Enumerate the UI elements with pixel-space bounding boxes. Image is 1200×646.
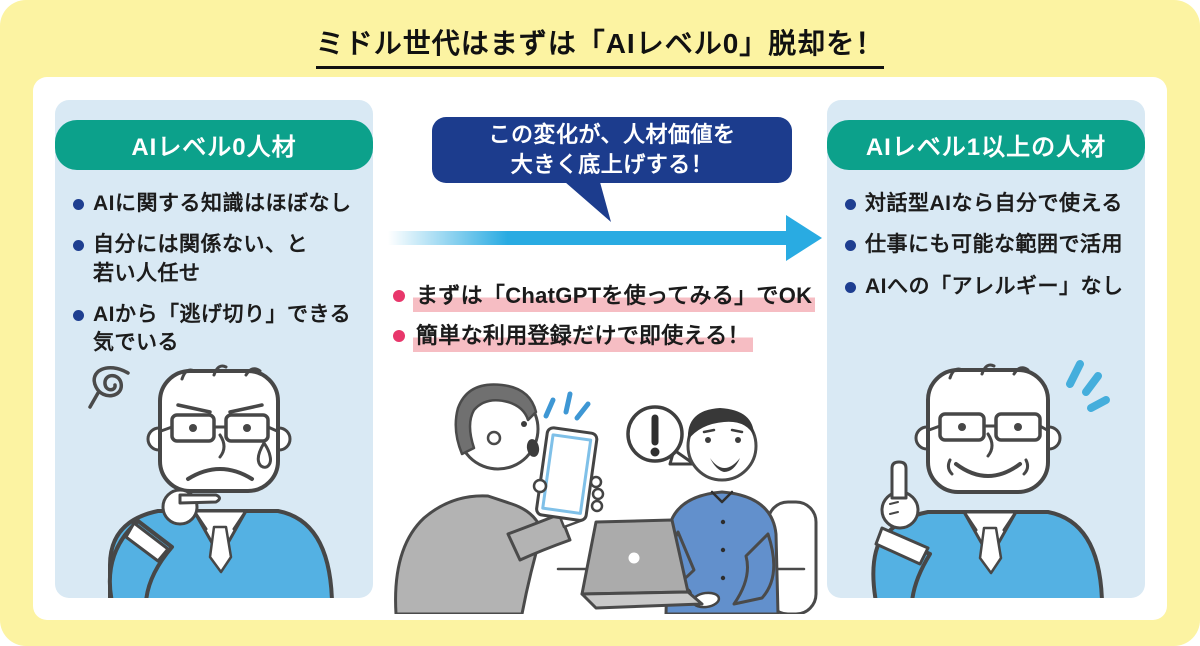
happy-businessman-illustration — [871, 360, 1110, 598]
bullet-dot-icon — [845, 240, 856, 252]
bullet-dot-icon — [73, 199, 84, 210]
bullet-text: AIへの「アレルギー」なし — [865, 274, 1124, 298]
bullet-text: AIに関する知識はほぼなし — [93, 192, 352, 215]
callout-speech-bubble: この変化が、人材価値を 大きく底上げする！ — [432, 117, 792, 183]
list-item: 対話型AIなら自分で使える — [845, 190, 1135, 218]
bullet-dot-icon — [73, 240, 84, 252]
center-point-list: まずは「ChatGPTを使ってみる」でOK 簡単な利用登録だけで即使える！ — [393, 280, 829, 360]
worried-businessman-illustration — [88, 364, 334, 598]
bullet-dot-icon — [73, 310, 84, 322]
sparkle-icon — [1066, 360, 1110, 412]
list-item: AIから「逃げ切り」できる 気でいる — [73, 301, 363, 358]
list-item: まずは「ChatGPTを使ってみる」でOK — [393, 280, 829, 312]
bullet-dot-icon — [393, 290, 405, 302]
bullet-text: 自分には関係ない、と 若い人任せ — [93, 233, 308, 285]
highlighted-point: 簡単な利用登録だけで即使える！ — [413, 319, 753, 352]
panel-left-header-badge: AIレベル0人材 — [55, 120, 373, 170]
bullet-text: 対話型AIなら自分で使える — [865, 192, 1123, 215]
bullet-text: 仕事にも可能な範囲で活用 — [865, 233, 1123, 257]
page-title-text: ミドル世代はまずは「AIレベル0」脱却を！ — [315, 22, 885, 69]
bullet-text: AIから「逃げ切り」できる 気でいる — [93, 303, 352, 355]
smartphone-demo-scene-illustration — [394, 383, 818, 614]
tear-icon — [256, 441, 272, 469]
right-arrow-icon — [388, 215, 822, 261]
list-item: 仕事にも可能な範囲で活用 — [845, 231, 1135, 259]
panel-left-bullet-list: AIに関する知識はほぼなし 自分には関係ない、と 若い人任せ AIから「逃げ切り… — [73, 190, 363, 358]
list-item: AIへの「アレルギー」なし — [845, 273, 1135, 301]
bullet-dot-icon — [845, 199, 856, 210]
panel-right-bullet-list: 対話型AIなら自分で使える 仕事にも可能な範囲で活用 AIへの「アレルギー」なし — [845, 190, 1135, 301]
callout-line1: この変化が、人材価値を — [488, 122, 736, 148]
panel-right-header-badge: AIレベル1以上の人材 — [827, 120, 1145, 170]
bullet-dot-icon — [845, 281, 856, 293]
list-item: 簡単な利用登録だけで即使える！ — [393, 319, 829, 352]
callout-line2: 大きく底上げする！ — [510, 152, 714, 177]
list-item: 自分には関係ない、と 若い人任せ — [73, 231, 363, 288]
panel-ai-level-0: AIレベル0人材 AIに関する知識はほぼなし 自分には関係ない、と 若い人任せ … — [55, 100, 373, 598]
bullet-dot-icon — [393, 329, 405, 342]
smartphone-icon — [535, 426, 599, 522]
page-title: ミドル世代はまずは「AIレベル0」脱却を！ — [0, 22, 1200, 69]
panel-ai-level-1: AIレベル1以上の人材 対話型AIなら自分で使える 仕事にも可能な範囲で活用 A… — [827, 100, 1145, 598]
highlighted-point: まずは「ChatGPTを使ってみる」でOK — [413, 280, 816, 312]
list-item: AIに関する知識はほぼなし — [73, 190, 363, 218]
exclamation-bubble-icon — [626, 405, 696, 466]
confusion-swirl-icon — [88, 366, 130, 409]
sparkle-icon — [543, 391, 591, 421]
laptop-icon — [580, 518, 704, 610]
